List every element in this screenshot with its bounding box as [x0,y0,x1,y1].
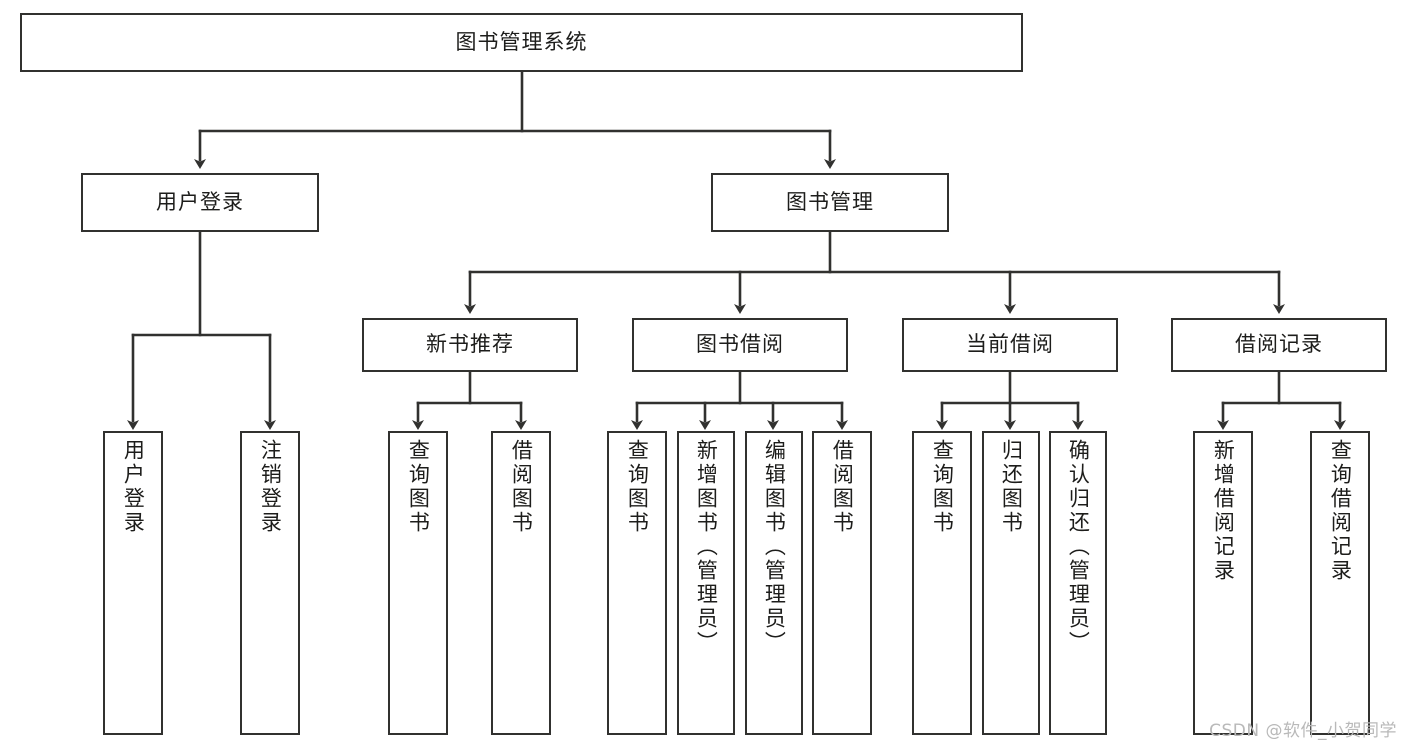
node-label: 借阅图书 [830,439,855,535]
leaf-book-borrow-edit-book-admin[interactable]: 编辑图书（管理员） [745,431,803,735]
node-new-book-recommend[interactable]: 新书推荐 [362,318,578,372]
node-label: 用户登录 [156,189,244,214]
node-current-borrow[interactable]: 当前借阅 [902,318,1118,372]
leaf-new-book-query-book[interactable]: 查询图书 [388,431,448,735]
node-label: 图书管理 [786,189,874,214]
node-label: 新书推荐 [426,332,514,357]
node-book-management[interactable]: 图书管理 [711,173,949,232]
node-label: 当前借阅 [966,332,1054,357]
node-label: 用户登录 [121,439,146,535]
leaf-current-borrow-query-book[interactable]: 查询图书 [912,431,972,735]
csdn-watermark: CSDN @软件_小贺同学 [1209,721,1397,741]
leaf-borrow-record-query-record[interactable]: 查询借阅记录 [1310,431,1370,735]
node-book-borrow[interactable]: 图书借阅 [632,318,848,372]
node-label: 借阅图书 [509,439,534,535]
leaf-book-borrow-query-book[interactable]: 查询图书 [607,431,667,735]
node-label: 归还图书 [999,439,1024,535]
leaf-user-login-signin[interactable]: 用户登录 [103,431,163,735]
node-label: 借阅记录 [1235,332,1323,357]
node-label: 图书借阅 [696,332,784,357]
leaf-current-borrow-confirm-return-admin[interactable]: 确认归还（管理员） [1049,431,1107,735]
node-label: 新增借阅记录 [1211,439,1236,583]
leaf-current-borrow-return-book[interactable]: 归还图书 [982,431,1040,735]
node-label: 查询图书 [625,439,650,535]
node-user-login[interactable]: 用户登录 [81,173,319,232]
leaf-new-book-borrow-book[interactable]: 借阅图书 [491,431,551,735]
node-label: 查询借阅记录 [1328,439,1353,583]
node-label: 查询图书 [406,439,431,535]
node-root-book-management-system[interactable]: 图书管理系统 [20,13,1023,72]
node-label: 图书管理系统 [455,29,588,54]
node-label: 查询图书 [930,439,955,535]
node-label: 编辑图书（管理员） [762,439,787,655]
node-label: 新增图书（管理员） [694,439,719,655]
leaf-borrow-record-add-record[interactable]: 新增借阅记录 [1193,431,1253,735]
leaf-book-borrow-add-book-admin[interactable]: 新增图书（管理员） [677,431,735,735]
leaf-book-borrow-borrow-book[interactable]: 借阅图书 [812,431,872,735]
leaf-user-login-signout[interactable]: 注销登录 [240,431,300,735]
node-label: 注销登录 [258,439,283,535]
node-borrow-record[interactable]: 借阅记录 [1171,318,1387,372]
node-label: 确认归还（管理员） [1066,439,1091,655]
